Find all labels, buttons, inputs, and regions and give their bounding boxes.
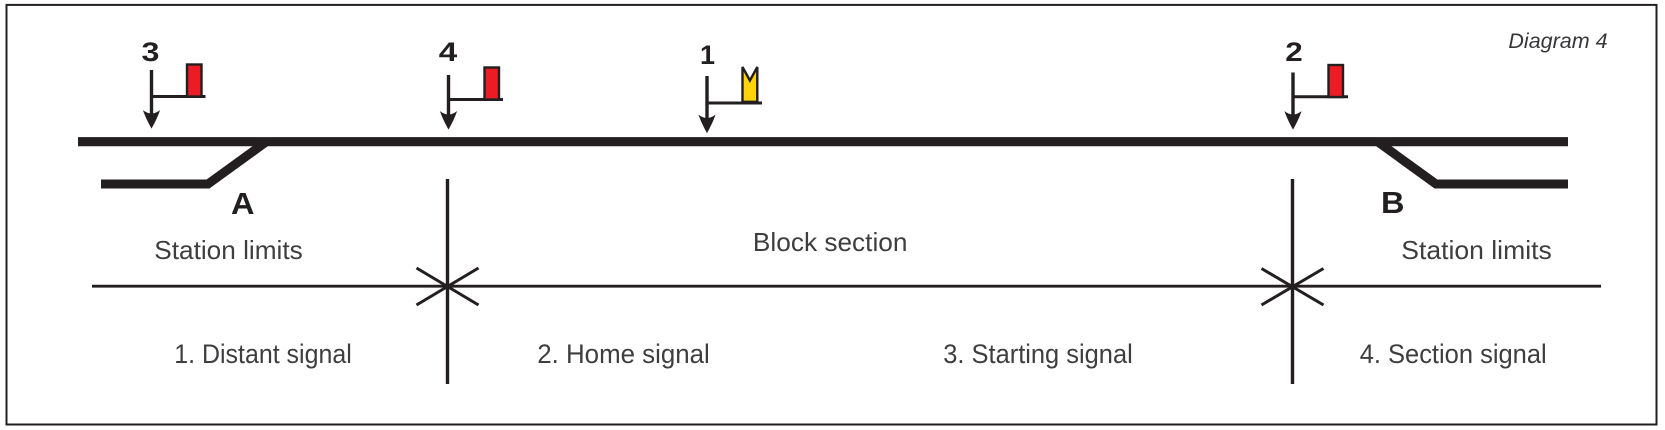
svg-text:3: 3 <box>142 37 160 67</box>
svg-text:A: A <box>231 186 255 221</box>
svg-text:Station limits: Station limits <box>1401 235 1552 265</box>
svg-text:B: B <box>1381 185 1405 220</box>
svg-text:3. Starting signal: 3. Starting signal <box>943 339 1133 369</box>
svg-text:2. Home signal: 2. Home signal <box>537 339 710 369</box>
svg-text:Diagram 4: Diagram 4 <box>1508 29 1607 53</box>
svg-text:1. Distant signal: 1. Distant signal <box>174 339 352 369</box>
svg-text:4. Section signal: 4. Section signal <box>1360 339 1547 369</box>
svg-text:2: 2 <box>1285 37 1303 67</box>
svg-text:1: 1 <box>700 40 715 70</box>
svg-text:Block section: Block section <box>753 227 908 257</box>
svg-text:Station limits: Station limits <box>154 235 303 265</box>
svg-text:4: 4 <box>439 37 458 67</box>
